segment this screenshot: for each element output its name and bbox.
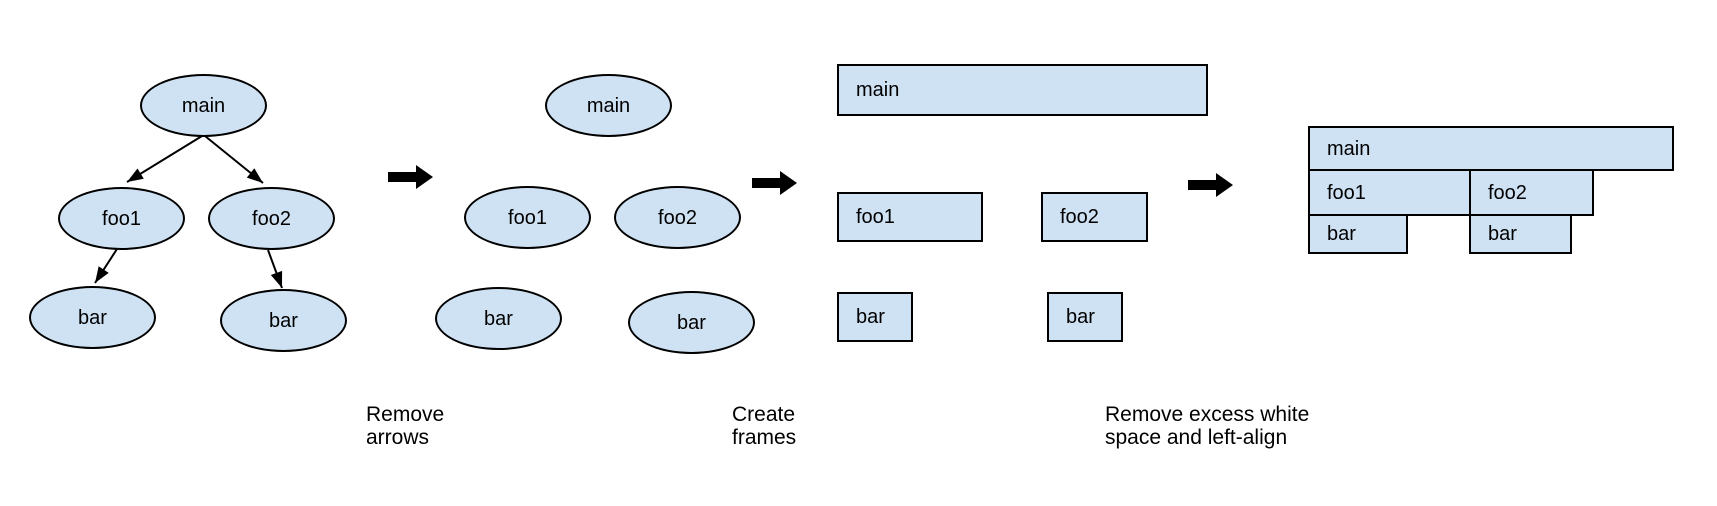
edge-foo2-bar xyxy=(267,249,283,289)
frame-label: main xyxy=(856,79,900,101)
stage1-node-foo1: foo1 xyxy=(58,187,185,250)
stage3-frame-foo2: foo2 xyxy=(1041,192,1148,242)
frame-label: bar xyxy=(1066,306,1095,328)
stage4-frame-main: main xyxy=(1308,126,1674,171)
edge-foo1-bar xyxy=(94,248,118,284)
right-arrow-icon xyxy=(1188,173,1233,197)
stage3-frame-bar-left: bar xyxy=(837,292,913,342)
node-label: bar xyxy=(269,309,298,332)
stage4-frame-foo1: foo1 xyxy=(1308,169,1471,216)
stage4-frame-bar-left: bar xyxy=(1308,214,1408,254)
node-label: foo1 xyxy=(102,207,141,230)
edge-main-foo1 xyxy=(126,135,203,183)
stage2-node-bar-right: bar xyxy=(628,291,755,354)
stage2-node-bar-left: bar xyxy=(435,287,562,350)
frame-label: foo1 xyxy=(856,206,895,228)
node-label: foo2 xyxy=(658,206,697,229)
frame-label: bar xyxy=(1327,223,1356,245)
right-arrow-icon xyxy=(752,171,797,195)
frame-label: bar xyxy=(856,306,885,328)
node-label: main xyxy=(181,94,226,117)
frame-label: foo2 xyxy=(1488,181,1527,204)
frame-label: main xyxy=(1327,137,1371,160)
node-label: main xyxy=(586,94,631,117)
node-label: foo2 xyxy=(252,207,291,230)
stage1-node-main: main xyxy=(140,74,267,137)
stage4-frame-foo2: foo2 xyxy=(1469,169,1594,216)
frame-label: foo1 xyxy=(1327,181,1366,204)
stage2-node-main: main xyxy=(545,74,672,137)
edge-main-foo2 xyxy=(204,135,264,184)
stage2-node-foo1: foo1 xyxy=(464,186,591,249)
caption-create-frames: Create frames xyxy=(732,403,797,449)
right-arrow-icon xyxy=(388,165,433,189)
stage1-node-bar-left: bar xyxy=(29,286,156,349)
stage3-frame-main: main xyxy=(837,64,1208,116)
node-label: bar xyxy=(484,307,513,330)
stage1-node-foo2: foo2 xyxy=(208,187,335,250)
frame-label: bar xyxy=(1488,223,1517,245)
stage1-node-bar-right: bar xyxy=(220,289,347,352)
node-label: foo1 xyxy=(508,206,547,229)
node-label: bar xyxy=(677,311,706,334)
frame-label: foo2 xyxy=(1060,206,1099,228)
stage2-node-foo2: foo2 xyxy=(614,186,741,249)
stage3-frame-foo1: foo1 xyxy=(837,192,983,242)
stage3-frame-bar-right: bar xyxy=(1047,292,1123,342)
caption-remove-whitespace-left-align: Remove excess white space and left-align xyxy=(1105,403,1310,449)
stage4-frame-bar-right: bar xyxy=(1469,214,1572,254)
caption-remove-arrows: Remove arrows xyxy=(366,403,445,449)
node-label: bar xyxy=(78,306,107,329)
